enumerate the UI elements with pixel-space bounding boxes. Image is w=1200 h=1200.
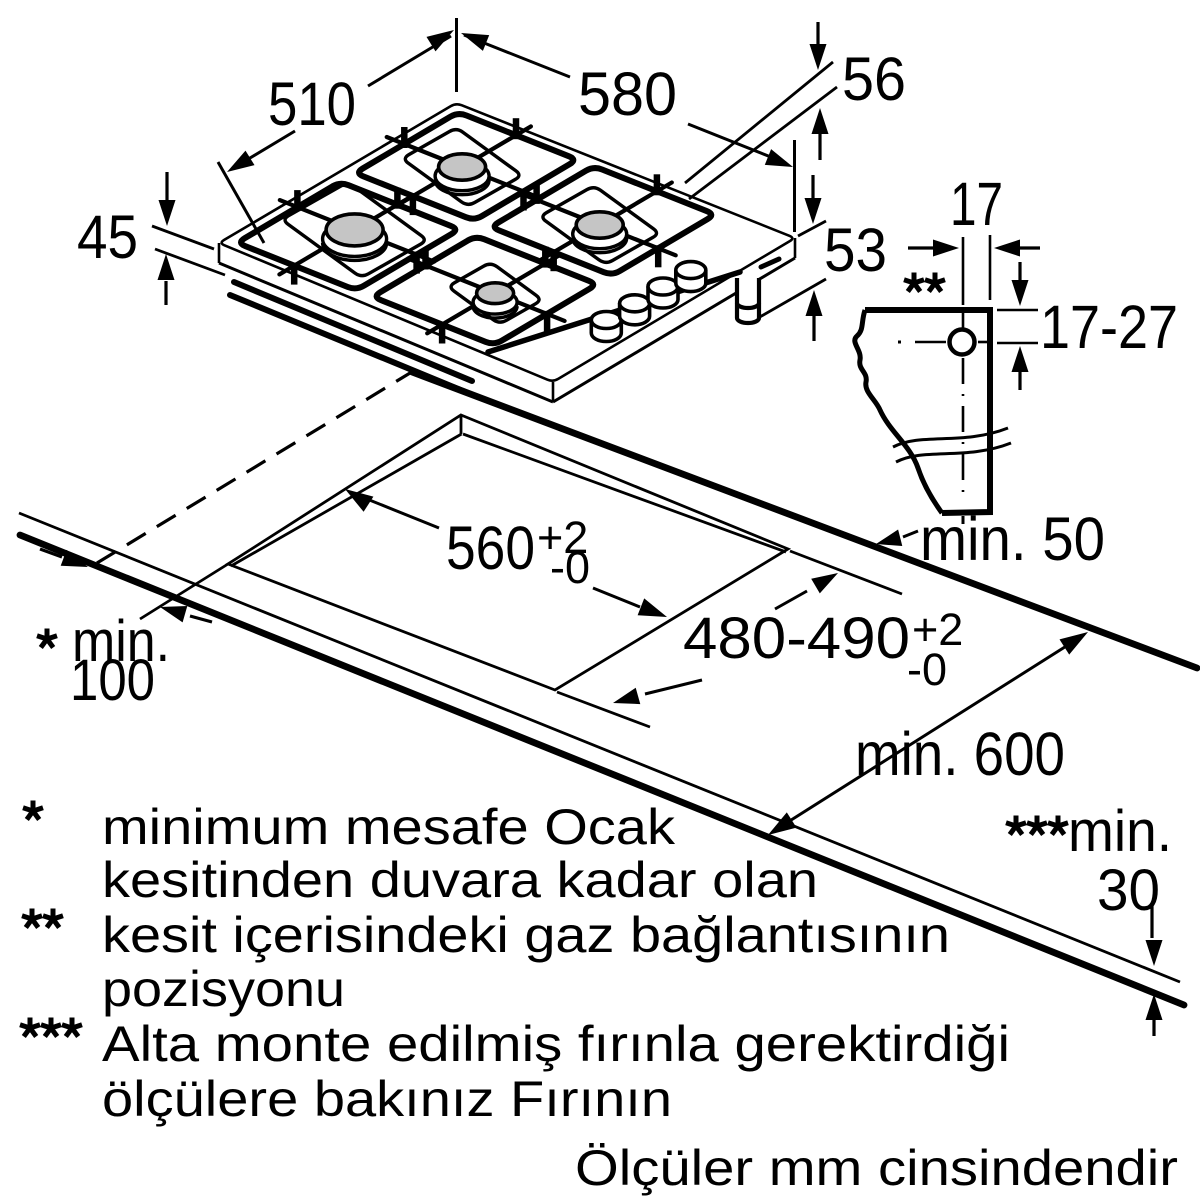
svg-text:580: 580 (578, 60, 677, 128)
svg-text:53: 53 (824, 216, 887, 284)
svg-text:45: 45 (77, 203, 138, 271)
svg-text:-0: -0 (907, 644, 947, 695)
svg-text:Alta monte edilmiş fırınla ger: Alta monte edilmiş fırınla gerektirdiği (102, 1016, 1010, 1072)
svg-text:Ölçüler mm cinsindendir: Ölçüler mm cinsindendir (575, 1140, 1178, 1196)
svg-text:510: 510 (268, 70, 356, 138)
svg-text:+2: +2 (912, 604, 963, 655)
svg-text:17-27: 17-27 (1040, 293, 1178, 361)
svg-text:17: 17 (950, 170, 1003, 238)
svg-text:kesit içerisindeki gaz bağlant: kesit içerisindeki gaz bağlantısının (102, 907, 950, 963)
svg-text:pozisyonu: pozisyonu (102, 961, 345, 1017)
svg-text:min.: min. (72, 609, 170, 674)
svg-text:+2: +2 (537, 512, 588, 563)
svg-text:30: 30 (1097, 858, 1160, 923)
svg-text:kesitinden duvara kadar olan: kesitinden duvara kadar olan (102, 852, 818, 908)
svg-text:ölçülere bakınız Fırının: ölçülere bakınız Fırının (102, 1071, 672, 1127)
svg-text:560: 560 (446, 514, 535, 582)
svg-text:56: 56 (842, 45, 906, 113)
svg-text:min.: min. (1068, 799, 1172, 864)
svg-text:480-490: 480-490 (683, 606, 910, 671)
svg-text:minimum mesafe Ocak: minimum mesafe Ocak (102, 799, 676, 855)
svg-text:min. 600: min. 600 (855, 720, 1065, 788)
svg-text:100: 100 (70, 648, 155, 713)
svg-text:-0: -0 (550, 542, 590, 593)
svg-text:min. 50: min. 50 (920, 505, 1105, 573)
